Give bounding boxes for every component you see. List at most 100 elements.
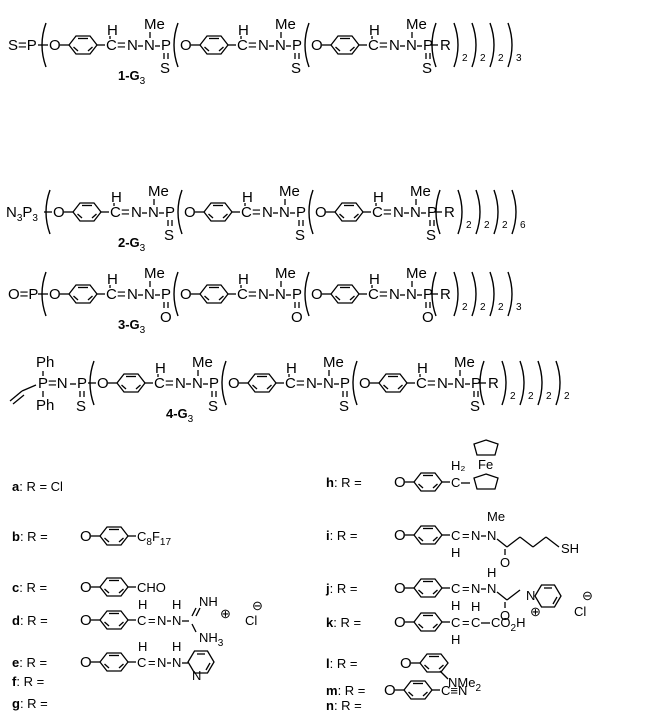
svg-text:3: 3 xyxy=(516,302,522,313)
compound-1-G3: S=P R 2 2 2 3 1-G3 xyxy=(8,16,522,87)
substituent-i: i: R = C H = N N Me O SH xyxy=(326,509,579,570)
svg-text:b: R =: b: R = xyxy=(12,529,48,544)
svg-text:H: H xyxy=(471,599,480,614)
svg-text:N: N xyxy=(172,613,181,628)
substituent-k: k: R = C H = C H CO2H xyxy=(326,599,525,647)
svg-text:N: N xyxy=(487,581,496,596)
svg-text:⊕: ⊕ xyxy=(530,604,541,619)
core-o-p: O=P xyxy=(8,286,38,303)
svg-text:i: R =: i: R = xyxy=(326,528,357,543)
svg-text:N: N xyxy=(157,613,166,628)
svg-text:CO2H: CO2H xyxy=(491,615,525,634)
compound-label-4: 4-G3 xyxy=(166,406,194,425)
svg-text:2: 2 xyxy=(564,391,570,402)
svg-text:C8F17: C8F17 xyxy=(137,529,171,548)
svg-text:P: P xyxy=(77,375,87,392)
svg-text:C: C xyxy=(137,613,146,628)
compound-4-G3: P=N Ph Ph P S R 2 2 2 2 4-G3 xyxy=(9,354,570,425)
svg-text:⊖: ⊖ xyxy=(582,588,593,603)
svg-text:2: 2 xyxy=(484,220,490,231)
svg-text:H₂: H₂ xyxy=(451,458,465,473)
svg-text:N: N xyxy=(471,581,480,596)
svg-text:2: 2 xyxy=(498,302,504,313)
svg-text:C: C xyxy=(471,615,480,630)
generation-unit-2 xyxy=(180,16,302,77)
svg-text:C: C xyxy=(137,655,146,670)
svg-text:2: 2 xyxy=(502,220,508,231)
substituent-a: a: R = Cl xyxy=(12,479,63,494)
svg-text:f: R =: f: R = xyxy=(12,674,44,689)
svg-text:2: 2 xyxy=(480,302,486,313)
compound-label-2: 2-G3 xyxy=(118,235,146,254)
svg-text:2: 2 xyxy=(480,53,486,64)
svg-text:H: H xyxy=(172,639,181,654)
substituent-c: c: R = CHO xyxy=(12,578,166,596)
svg-text:g: R =: g: R = xyxy=(12,696,48,711)
svg-text:k: R =: k: R = xyxy=(326,615,361,630)
svg-text:=: = xyxy=(148,613,156,628)
svg-text:2: 2 xyxy=(462,53,468,64)
svg-text:N: N xyxy=(526,588,535,603)
svg-text:CHO: CHO xyxy=(137,580,166,595)
svg-text:H: H xyxy=(138,597,147,612)
core-s-p: S=P xyxy=(8,37,37,54)
svg-text:N: N xyxy=(192,668,201,683)
svg-text:Cl: Cl xyxy=(245,613,257,628)
svg-text:H: H xyxy=(487,565,496,580)
svg-text:H: H xyxy=(451,598,460,613)
svg-text:Me: Me xyxy=(487,509,505,524)
svg-text:2: 2 xyxy=(510,391,516,402)
svg-text:C: C xyxy=(451,615,460,630)
substituent-g: g: R = xyxy=(12,696,48,711)
substituent-m: m: R = C≡N xyxy=(326,681,467,699)
svg-text:c: R =: c: R = xyxy=(12,580,47,595)
compound-2-G3: N3P3 R 2 2 2 6 2-G3 xyxy=(6,183,526,254)
svg-text:C: C xyxy=(451,475,460,490)
svg-text:⊖: ⊖ xyxy=(252,598,263,613)
svg-text:C: C xyxy=(451,581,460,596)
substituent-h: h: R = C H₂ Fe xyxy=(326,439,499,491)
svg-text:H: H xyxy=(451,632,460,647)
svg-text:Ph: Ph xyxy=(36,397,54,414)
svg-text:R: R xyxy=(440,286,451,303)
svg-text:l: R =: l: R = xyxy=(326,656,357,671)
svg-text:O: O xyxy=(500,608,510,623)
substituent-n: n: R = xyxy=(326,698,362,713)
svg-text:2: 2 xyxy=(528,391,534,402)
svg-text:d: R =: d: R = xyxy=(12,613,48,628)
svg-text:S: S xyxy=(76,398,86,415)
svg-text:NH: NH xyxy=(199,594,218,609)
svg-text:NMe2: NMe2 xyxy=(448,675,481,694)
svg-text:=: = xyxy=(148,655,156,670)
compound-label-1: 1-G3 xyxy=(118,68,146,87)
substituent-j: j: R = C H = N N H O N ⊕ Cl ⊖ xyxy=(325,565,593,623)
svg-text:R: R xyxy=(444,204,455,221)
svg-text:2: 2 xyxy=(546,391,552,402)
svg-text:2: 2 xyxy=(498,53,504,64)
svg-text:SH: SH xyxy=(561,541,579,556)
svg-text:2: 2 xyxy=(466,220,472,231)
substituent-f: f: R = xyxy=(12,674,44,689)
svg-text:=: = xyxy=(462,581,470,596)
core-p-n: P=N xyxy=(38,375,68,392)
svg-text:R: R xyxy=(488,375,499,392)
core-n3p3: N3P3 xyxy=(6,204,38,224)
compound-label-3: 3-G3 xyxy=(118,317,146,336)
generation-unit-3 xyxy=(311,16,433,77)
svg-text:3: 3 xyxy=(516,53,522,64)
svg-text:O: O xyxy=(500,555,510,570)
svg-text:H: H xyxy=(138,639,147,654)
svg-text:Cl: Cl xyxy=(574,604,586,619)
generation-unit-1 xyxy=(49,16,171,77)
svg-text:H: H xyxy=(172,597,181,612)
svg-text:j: R =: j: R = xyxy=(325,581,357,596)
compound-3-G3: O=P R 2 2 2 3 3-G3 xyxy=(8,265,522,336)
svg-text:N: N xyxy=(471,528,480,543)
substituent-d: d: R = C H = N N H NH NH3 ⊕ Cl ⊖ xyxy=(12,594,263,649)
svg-text:C≡N: C≡N xyxy=(441,683,467,698)
svg-text:N: N xyxy=(487,528,496,543)
substituent-b: b: R = C8F17 xyxy=(12,527,171,548)
svg-text:2: 2 xyxy=(462,302,468,313)
svg-text:n: R =: n: R = xyxy=(326,698,362,713)
svg-text:Ph: Ph xyxy=(36,354,54,371)
